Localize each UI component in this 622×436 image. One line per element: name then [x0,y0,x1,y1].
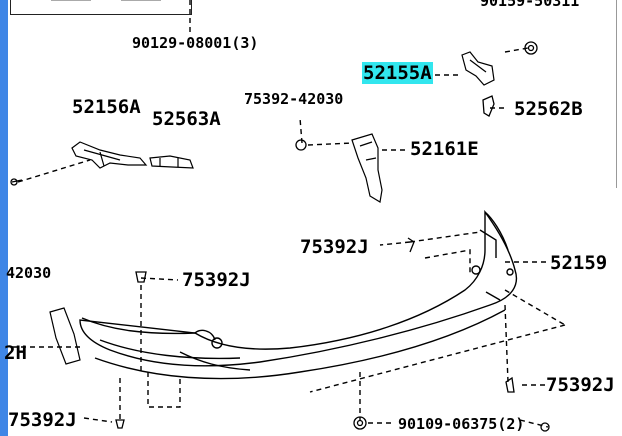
label-90159-50311: 90159-50311 [480,0,580,10]
label-52156a: 52156A [72,96,141,118]
label-75392j-right: 75392J [546,374,615,396]
label-2h-partial: 2H [4,342,27,364]
label-90109-06375: 90109-06375(2) [398,415,525,433]
label-75392j-upper: 75392J [300,236,369,258]
part-52156a [71,141,148,169]
bumper-cover [79,209,517,380]
label-75392-42030: 75392-42030 [244,90,344,108]
leader-lines [8,0,566,428]
highlighted-part-number: 52155A [362,62,433,84]
label-52563a: 52563A [152,108,221,130]
inset-frame [10,0,192,15]
label-52562b: 52562B [514,98,583,120]
label-52159: 52159 [550,252,608,274]
label-75392j-lower: 75392J [8,409,77,431]
side-pad [49,307,81,365]
label-42030-partial: 42030 [6,264,52,282]
inset-detail-line [121,0,161,1]
label-52161e: 52161E [410,138,479,160]
label-75392j-middle: 75392J [182,269,251,291]
part-52563a [149,155,194,169]
label-90129-08001: 90129-08001(3) [132,34,259,52]
left-edge-bar [0,0,8,436]
inset-detail-line [51,0,91,1]
part-52155a [461,51,495,86]
label-52155a: 52155A [362,62,433,84]
fasteners [10,41,550,432]
panel-divider [616,0,617,188]
part-52161e [351,133,383,203]
